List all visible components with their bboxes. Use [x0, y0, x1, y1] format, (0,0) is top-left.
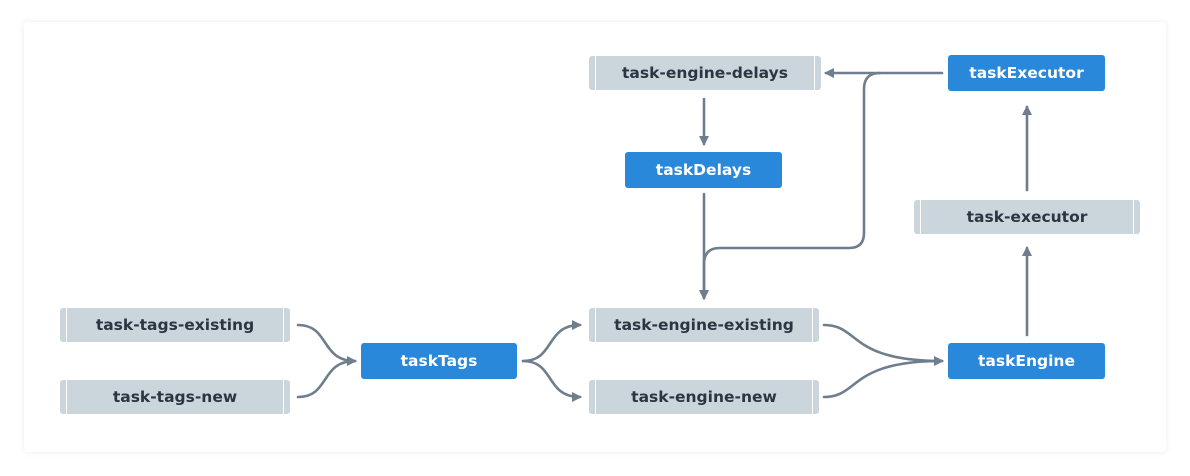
topic-task-executor: task-executor — [914, 200, 1140, 234]
processor-label: taskEngine — [978, 352, 1075, 370]
topic-label: task-engine-existing — [614, 316, 794, 334]
processor-label: taskDelays — [655, 161, 752, 179]
topic-label: task-tags-new — [112, 388, 238, 406]
topic-task-engine-delays: task-engine-delays — [589, 56, 821, 90]
edge-tags-existing-to-tasktags — [296, 323, 357, 366]
topic-task-engine-new: task-engine-new — [589, 380, 819, 414]
edge-tags-new-to-tasktags — [296, 359, 357, 399]
processor-task-engine: taskEngine — [948, 343, 1105, 379]
processor-task-delays: taskDelays — [625, 152, 782, 188]
edge-tasktags-to-engine-existing — [521, 320, 582, 363]
topic-task-tags-existing: task-tags-existing — [60, 308, 290, 342]
topic-task-tags-new: task-tags-new — [60, 380, 290, 414]
edge-tasktags-to-engine-new — [521, 359, 582, 402]
topic-label: task-engine-delays — [621, 64, 788, 82]
processor-label: taskTags — [400, 352, 478, 370]
topic-label: task-engine-new — [631, 388, 777, 406]
processor-task-tags: taskTags — [361, 343, 517, 379]
edge-taskexecutor-to-engine-existing — [699, 71, 882, 300]
topic-task-engine-existing: task-engine-existing — [589, 308, 819, 342]
topic-label: task-executor — [966, 208, 1088, 226]
processor-label: taskExecutor — [969, 64, 1084, 82]
edge-engine-existing-to-taskengine — [822, 323, 944, 366]
edge-engine-new-to-taskengine — [822, 359, 944, 399]
processor-task-executor: taskExecutor — [948, 55, 1105, 91]
topic-label: task-tags-existing — [95, 316, 255, 334]
